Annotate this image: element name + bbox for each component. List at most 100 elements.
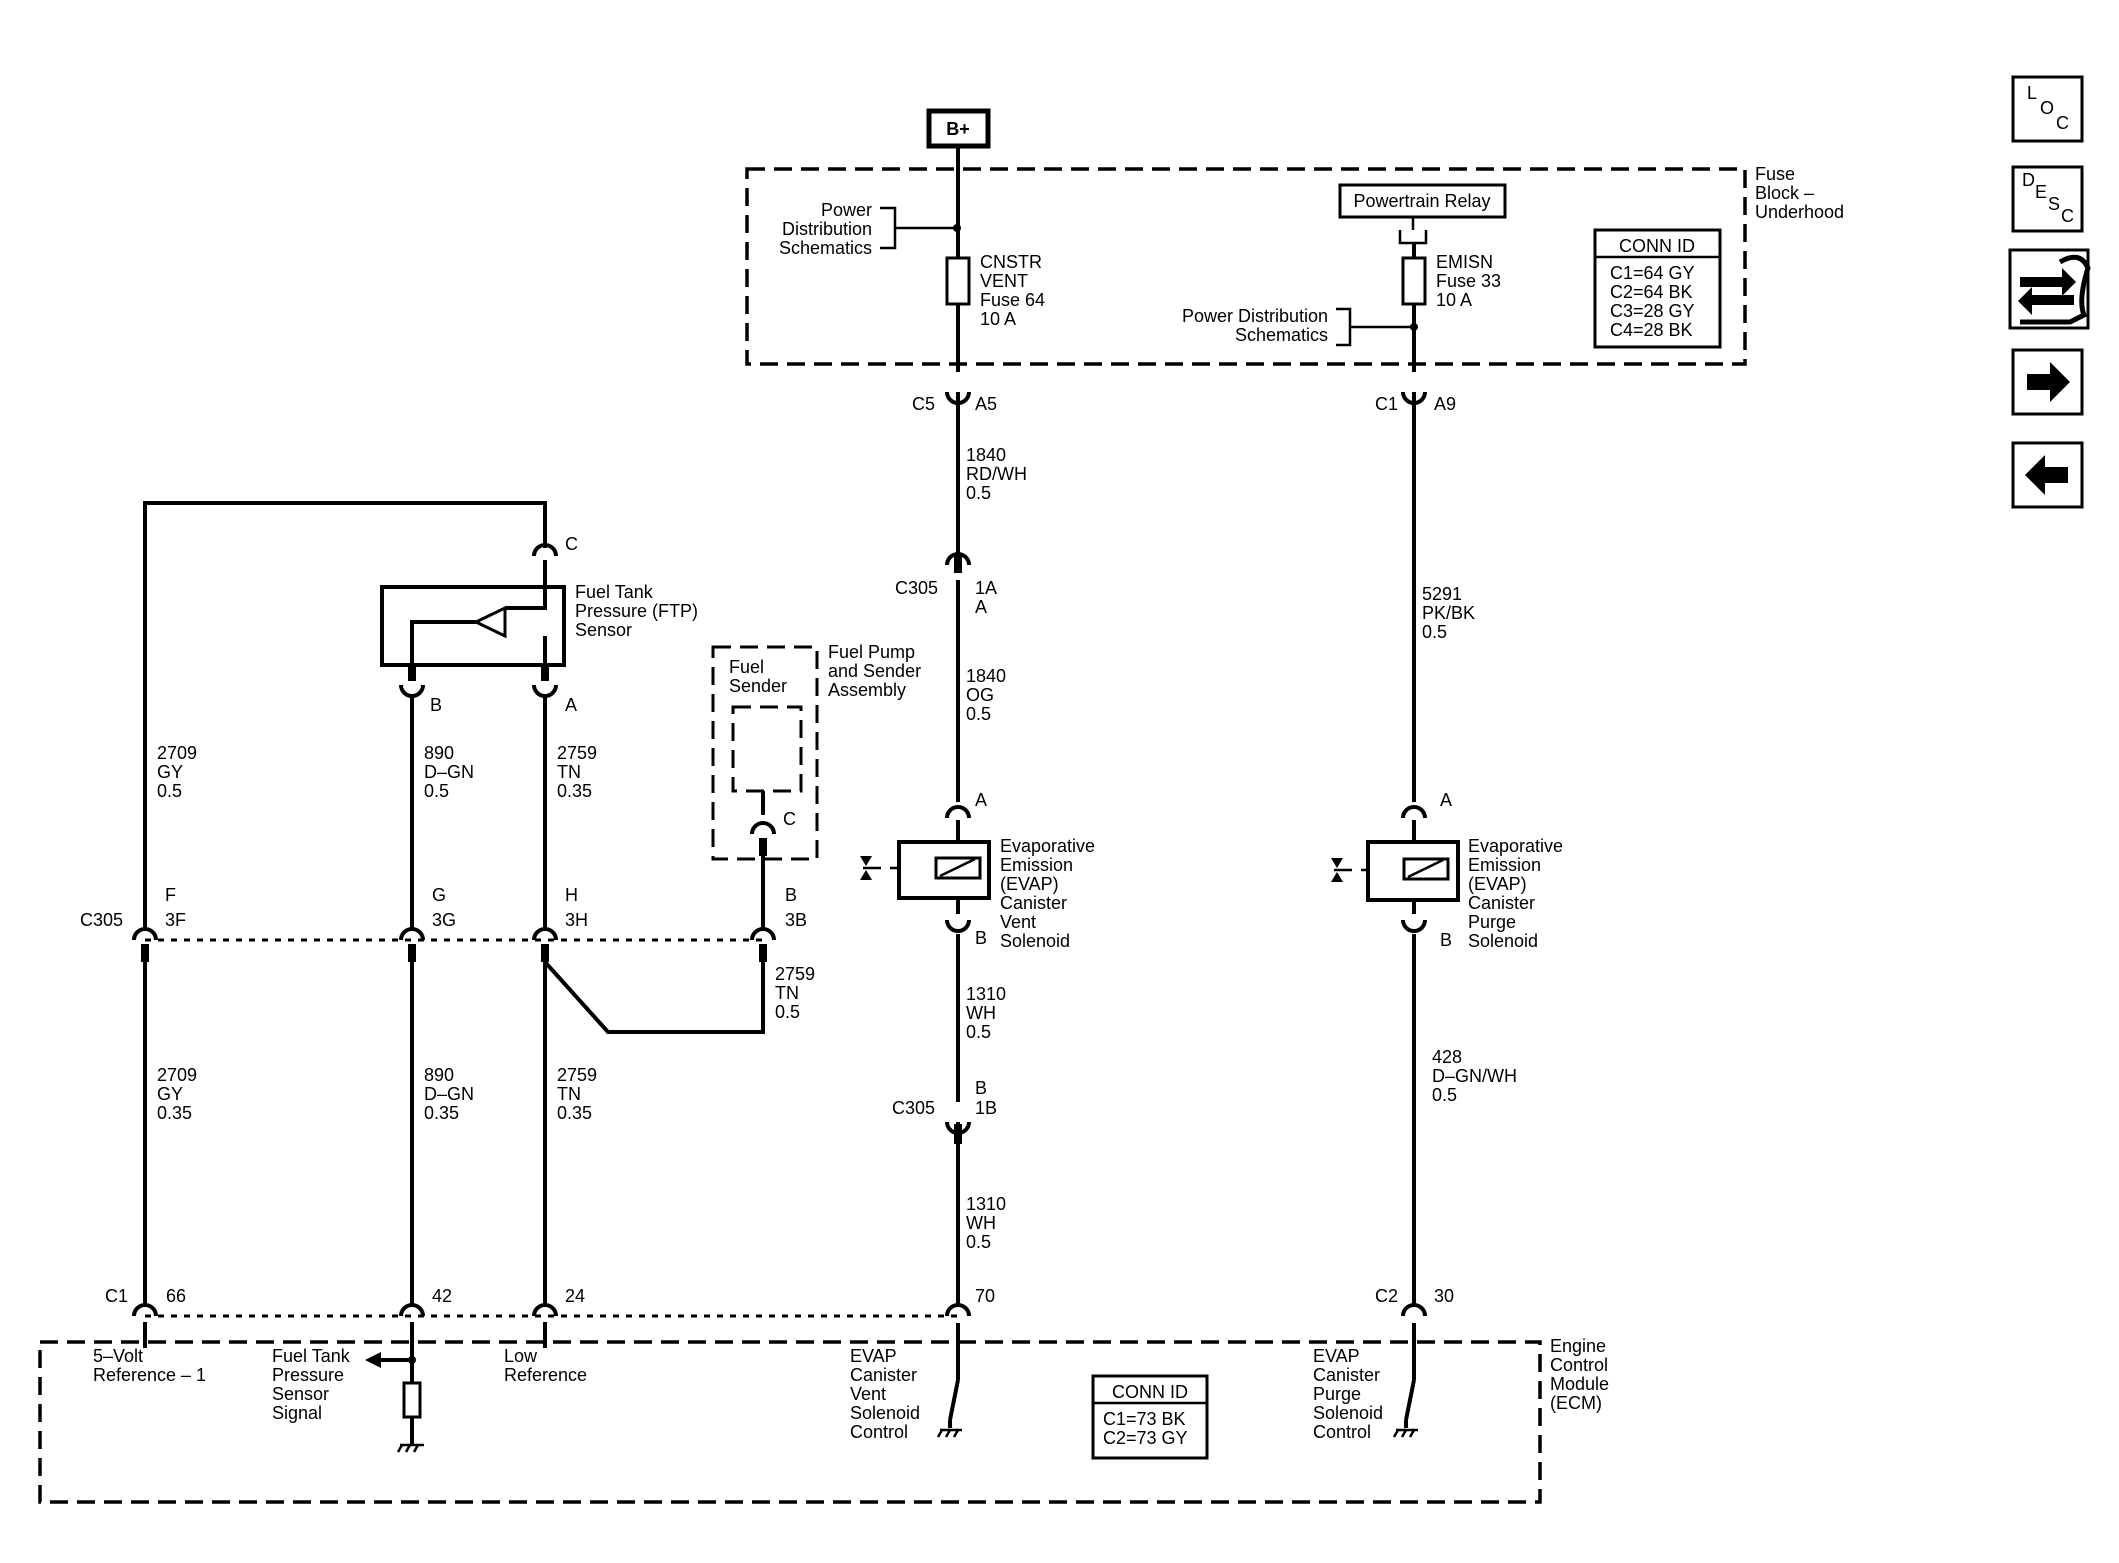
svg-text:24: 24	[565, 1286, 585, 1306]
svg-text:CONN ID: CONN ID	[1619, 236, 1695, 256]
svg-text:0.35: 0.35	[557, 1103, 592, 1123]
svg-text:(ECM): (ECM)	[1550, 1393, 1602, 1413]
svg-text:H: H	[565, 885, 578, 905]
svg-text:Pressure (FTP): Pressure (FTP)	[575, 601, 698, 621]
powertrain-relay: Powertrain Relay	[1338, 183, 1507, 245]
svg-text:C1=64 GY: C1=64 GY	[1610, 263, 1695, 283]
loc-button[interactable]: L O C	[2011, 75, 2084, 143]
svg-text:EVAP: EVAP	[1313, 1346, 1360, 1366]
svg-text:Powertrain Relay: Powertrain Relay	[1353, 191, 1490, 211]
svg-text:0.35: 0.35	[424, 1103, 459, 1123]
svg-text:Signal: Signal	[272, 1403, 322, 1423]
ecm-title: Engine Control Module (ECM)	[1550, 1336, 1609, 1413]
svg-text:GY: GY	[157, 1084, 183, 1104]
svg-text:(EVAP): (EVAP)	[1468, 874, 1527, 894]
ecm-low-reference: Low Reference	[504, 1322, 587, 1385]
svg-text:Sensor: Sensor	[575, 620, 632, 640]
svg-text:5–Volt: 5–Volt	[93, 1346, 143, 1366]
svg-text:10 A: 10 A	[980, 309, 1016, 329]
svg-text:(EVAP): (EVAP)	[1000, 874, 1059, 894]
svg-text:and Sender: and Sender	[828, 661, 921, 681]
svg-text:3F: 3F	[165, 910, 186, 930]
svg-text:3H: 3H	[565, 910, 588, 930]
svg-text:Solenoid: Solenoid	[1313, 1403, 1383, 1423]
svg-text:C2=73 GY: C2=73 GY	[1103, 1428, 1188, 1448]
fuse-64: CNSTR VENT Fuse 64 10 A	[945, 252, 1045, 329]
connector-harness-button[interactable]	[2008, 248, 2091, 330]
svg-text:42: 42	[432, 1286, 452, 1306]
svg-text:Fuel: Fuel	[729, 657, 764, 677]
svg-text:2759: 2759	[557, 1065, 597, 1085]
svg-text:0.35: 0.35	[557, 781, 592, 801]
svg-text:0.5: 0.5	[1432, 1085, 1457, 1105]
fuse-block-outline	[745, 167, 1747, 366]
svg-text:10 A: 10 A	[1436, 290, 1472, 310]
wire-label-1840-og: 1840 OG 0.5	[966, 666, 1006, 724]
svg-text:30: 30	[1434, 1286, 1454, 1306]
svg-text:Fuse 64: Fuse 64	[980, 290, 1045, 310]
svg-text:Module: Module	[1550, 1374, 1609, 1394]
wire-label-2759-top: 2759 TN 0.35	[557, 743, 597, 801]
svg-text:Fuse: Fuse	[1755, 164, 1795, 184]
svg-text:Power: Power	[821, 200, 872, 220]
svg-text:Sender: Sender	[729, 676, 787, 696]
svg-text:A: A	[975, 597, 987, 617]
desc-button[interactable]: D E S C	[2011, 165, 2084, 233]
svg-text:TN: TN	[557, 762, 581, 782]
svg-text:Canister: Canister	[1313, 1365, 1380, 1385]
svg-text:5291: 5291	[1422, 584, 1462, 604]
svg-text:0.5: 0.5	[157, 781, 182, 801]
prev-page-button[interactable]	[2011, 441, 2084, 509]
wire-label-1840-rdwh: 1840 RD/WH 0.5	[966, 445, 1027, 503]
svg-text:1840: 1840	[966, 666, 1006, 686]
svg-text:Distribution: Distribution	[782, 219, 872, 239]
svg-text:Canister: Canister	[1468, 893, 1535, 913]
svg-text:C: C	[565, 534, 578, 554]
ecm-ftp-signal: Fuel Tank Pressure Sensor Signal	[272, 1322, 424, 1453]
svg-text:PK/BK: PK/BK	[1422, 603, 1475, 623]
svg-text:G: G	[432, 885, 446, 905]
svg-text:Fuel Tank: Fuel Tank	[272, 1346, 351, 1366]
svg-text:Fuel Tank: Fuel Tank	[575, 582, 654, 602]
svg-text:1A: 1A	[975, 578, 997, 598]
wire-label-2759-sender: 2759 TN 0.5	[775, 964, 815, 1022]
svg-text:TN: TN	[775, 983, 799, 1003]
svg-text:C1: C1	[105, 1286, 128, 1306]
svg-text:1B: 1B	[975, 1098, 997, 1118]
svg-text:CONN ID: CONN ID	[1112, 1382, 1188, 1402]
svg-text:0.5: 0.5	[424, 781, 449, 801]
svg-text:890: 890	[424, 1065, 454, 1085]
battery-source: B+	[926, 108, 991, 149]
svg-text:Emission: Emission	[1468, 855, 1541, 875]
svg-text:Control: Control	[1313, 1422, 1371, 1442]
wire-label-5291: 5291 PK/BK 0.5	[1422, 584, 1475, 642]
svg-text:3G: 3G	[432, 910, 456, 930]
svg-text:Block –: Block –	[1755, 183, 1814, 203]
svg-text:0.35: 0.35	[157, 1103, 192, 1123]
svg-text:Schematics: Schematics	[1235, 325, 1328, 345]
ecm-connector-row: C1 66 42 24 70 C2 30	[105, 1286, 1454, 1318]
svg-text:1840: 1840	[966, 445, 1006, 465]
svg-text:A: A	[975, 790, 987, 810]
svg-text:D–GN: D–GN	[424, 1084, 474, 1104]
svg-text:B: B	[975, 928, 987, 948]
connector-c305-1b: C305 B 1B	[892, 1078, 997, 1144]
svg-text:0.5: 0.5	[966, 1232, 991, 1252]
wire-label-890-top: 890 D–GN 0.5	[424, 743, 474, 801]
svg-text:WH: WH	[966, 1003, 996, 1023]
svg-text:B: B	[785, 885, 797, 905]
svg-text:0.5: 0.5	[1422, 622, 1447, 642]
svg-text:C5: C5	[912, 394, 935, 414]
svg-text:Schematics: Schematics	[779, 238, 872, 258]
svg-text:B: B	[1440, 930, 1452, 950]
svg-text:70: 70	[975, 1286, 995, 1306]
ftp-sensor-label: Fuel Tank Pressure (FTP) Sensor	[575, 582, 698, 640]
svg-text:D: D	[2022, 170, 2035, 190]
svg-text:C2: C2	[1375, 1286, 1398, 1306]
svg-text:C: C	[2061, 206, 2074, 226]
svg-text:D–GN: D–GN	[424, 762, 474, 782]
ecm-outline	[38, 1340, 1542, 1504]
next-page-button[interactable]	[2011, 348, 2084, 416]
svg-text:O: O	[2040, 98, 2054, 118]
svg-text:C1: C1	[1375, 394, 1398, 414]
